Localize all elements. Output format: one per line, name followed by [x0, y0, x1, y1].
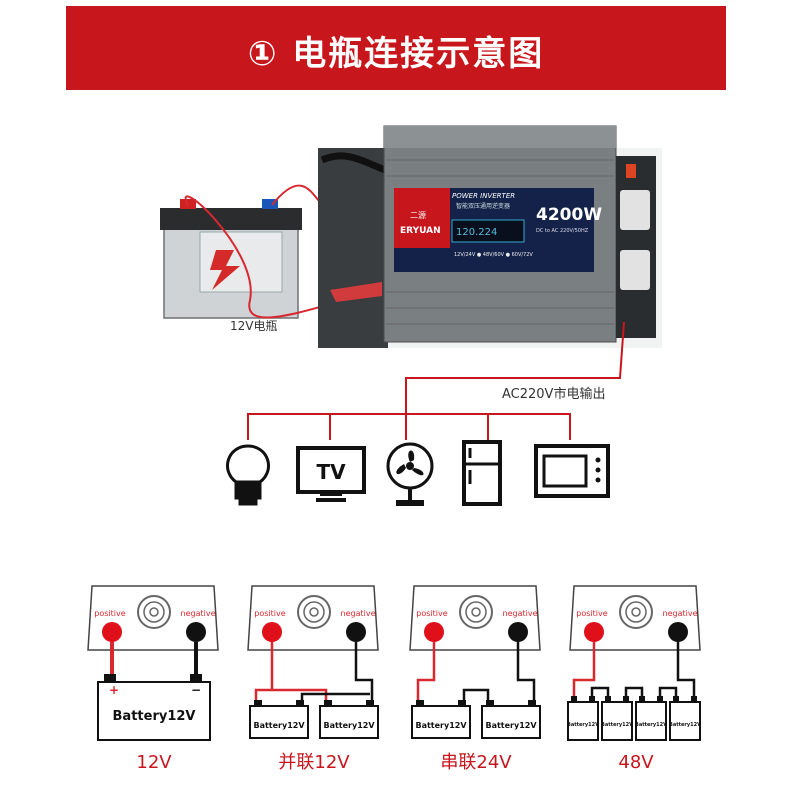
connection-panel-3: positive negative 串联24V Battery12V Battery12… [409, 585, 541, 773]
output-label: AC220V市电输出 [502, 386, 605, 402]
inverter-subtitle: 智能双压通用逆变器 [456, 202, 510, 210]
microwave-oven-icon [534, 444, 610, 498]
voltage-label: 并联12V [278, 752, 350, 773]
negative-terminal [668, 622, 688, 642]
battery-label: Battery12V [669, 722, 701, 728]
battery-box [249, 705, 309, 739]
battery-label: 12V电瓶 [230, 319, 277, 333]
inverter-spec: DC to AC 220V/50HZ [536, 228, 589, 234]
refrigerator-icon [462, 440, 502, 506]
battery-label: Battery12V [635, 722, 667, 728]
voltage-label: 12V [136, 752, 172, 773]
battery-box [669, 701, 701, 741]
car-battery-icon [160, 199, 302, 319]
voltage-label: 48V [618, 752, 654, 773]
battery-label: Battery12V [601, 722, 633, 728]
fan-grille-icon [137, 595, 171, 629]
negative-terminal [186, 622, 206, 642]
inverter-photo [318, 125, 662, 348]
battery-box [411, 705, 471, 739]
ac-output-cable [405, 321, 625, 414]
positive-terminal [584, 622, 604, 642]
inverter-banner: POWER INVERTER [452, 192, 515, 200]
connection-panel-1: positive negative 12V + − Battery12V [87, 585, 219, 773]
battery-label: Battery12V [567, 722, 599, 728]
page-title: ① 电瓶连接示意图 [247, 34, 545, 74]
positive-label: positive [576, 609, 607, 618]
battery-box [319, 705, 379, 739]
positive-label: positive [94, 609, 125, 618]
brand-en: ERYUAN [400, 226, 441, 236]
negative-terminal [508, 622, 528, 642]
battery-box [567, 701, 599, 741]
plus-sign: + [109, 683, 119, 697]
battery-label: Battery12V [253, 721, 305, 730]
battery-label: Battery12V [323, 721, 375, 730]
tv-icon: TV [296, 446, 366, 502]
negative-label: negative [503, 609, 538, 618]
positive-label: positive [416, 609, 447, 618]
brand-cn: 二源 [410, 211, 426, 220]
fan-grille-icon [619, 595, 653, 629]
battery-box [635, 701, 667, 741]
lcd-display: 120.224 [456, 227, 497, 238]
fan-grille-icon [297, 595, 331, 629]
battery-label: Battery12V [113, 709, 196, 724]
battery-box [481, 705, 541, 739]
tv-text: TV [316, 460, 346, 484]
voltage-label: 串联24V [440, 752, 512, 773]
connection-panel-2: positive negative 并联12V Battery12V Battery12… [247, 585, 379, 773]
positive-terminal [424, 622, 444, 642]
minus-sign: − [191, 683, 201, 697]
fan-grille-icon [459, 595, 493, 629]
battery-label: Battery12V [415, 721, 467, 730]
header-banner: ① 电瓶连接示意图 [66, 6, 726, 90]
positive-label: positive [254, 609, 285, 618]
battery-label: Battery12V [485, 721, 537, 730]
light-bulb-icon [226, 444, 270, 506]
battery-box [97, 681, 211, 741]
negative-label: negative [341, 609, 376, 618]
power-rating: 4200W [536, 205, 602, 225]
fan-icon [386, 442, 434, 506]
negative-label: negative [663, 609, 698, 618]
negative-terminal [346, 622, 366, 642]
battery-box [601, 701, 633, 741]
positive-terminal [102, 622, 122, 642]
negative-cable [271, 184, 323, 206]
voltage-list: 12V/24V ● 48V/60V ● 60V/72V [454, 252, 533, 258]
negative-label: negative [181, 609, 216, 618]
positive-terminal [262, 622, 282, 642]
